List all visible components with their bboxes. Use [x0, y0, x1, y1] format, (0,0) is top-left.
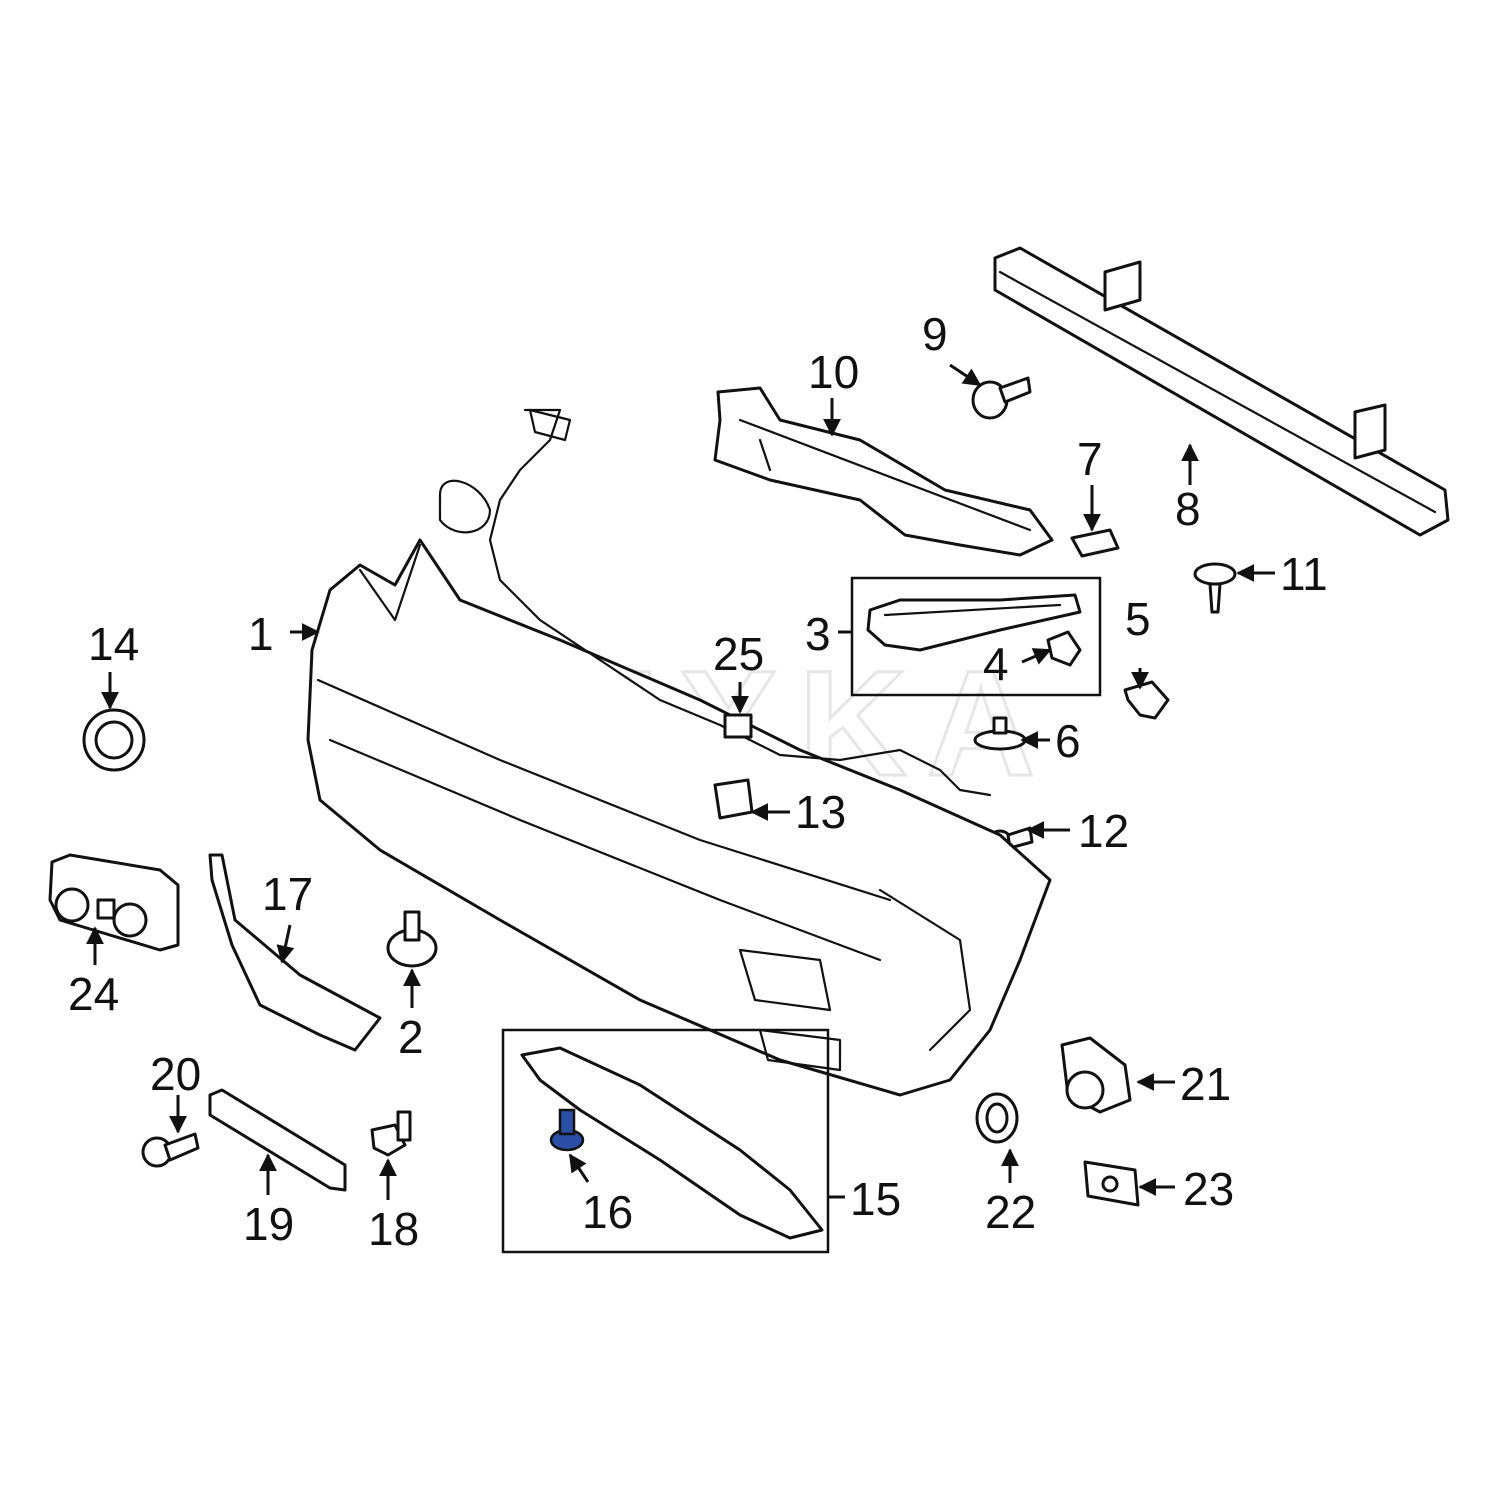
callout-14: 14: [88, 618, 139, 670]
part-18-push-pin: [370, 1110, 412, 1157]
callout-8: 8: [1175, 483, 1201, 535]
callout-labels: 1 2 3 4 5 6 7 8 9 10 11 12 13 14 15 16 1…: [68, 308, 1328, 1255]
callout-19: 19: [243, 1198, 294, 1250]
part-2-push-pin: [386, 910, 438, 968]
part-15-splash-shield: [520, 1046, 824, 1240]
part-25-wiring-harness: [438, 408, 992, 797]
callout-23: 23: [1183, 1163, 1234, 1215]
callout-12: 12: [1078, 805, 1129, 857]
leader-lines: [86, 363, 1275, 1200]
part-19-license-bracket: [208, 1088, 347, 1192]
part-1-bumper-cover: [306, 538, 1052, 1097]
part-17-strip: [208, 853, 382, 1052]
callout-13: 13: [795, 786, 846, 838]
part-15-group-box: [501, 1028, 830, 1254]
callout-15: 15: [850, 1173, 901, 1225]
callout-24: 24: [68, 968, 119, 1020]
callout-3: 3: [805, 608, 831, 660]
callout-7: 7: [1077, 433, 1103, 485]
part-14-ring: [82, 708, 146, 772]
callout-1: 1: [248, 608, 274, 660]
part-10-bracket: [713, 386, 1054, 557]
part-24-sensor-bracket: [48, 853, 180, 952]
callout-10: 10: [808, 346, 859, 398]
part-5-clip: [1123, 680, 1170, 720]
part-13-connector: [713, 778, 754, 820]
callout-2: 2: [398, 1011, 424, 1063]
callout-21: 21: [1180, 1058, 1231, 1110]
callout-6: 6: [1055, 715, 1081, 767]
part-9-bolt: [971, 376, 1032, 420]
callout-9: 9: [922, 308, 948, 360]
part-16-push-rivet: [549, 1108, 585, 1152]
part-21-parking-sensor: [1060, 1036, 1132, 1114]
callout-17: 17: [262, 868, 313, 920]
callout-22: 22: [985, 1186, 1036, 1238]
callout-25: 25: [713, 628, 764, 680]
callout-20: 20: [150, 1048, 201, 1100]
callout-4: 4: [983, 638, 1009, 690]
part-11-push-pin: [1193, 562, 1237, 614]
part-7-clip: [1070, 528, 1120, 558]
part-3-group-box: [850, 576, 1102, 697]
callout-5: 5: [1125, 593, 1151, 645]
callout-16: 16: [582, 1186, 633, 1238]
part-22-ring: [975, 1092, 1019, 1144]
part-8-reinforcement-beam: [993, 246, 1450, 537]
part-23-bracket: [1083, 1160, 1140, 1207]
part-20-bolt: [141, 1132, 200, 1168]
callout-11: 11: [1280, 548, 1328, 600]
part-3-bracket: [866, 593, 1082, 652]
part-6-push-rivet: [973, 716, 1027, 751]
callout-18: 18: [368, 1203, 419, 1255]
